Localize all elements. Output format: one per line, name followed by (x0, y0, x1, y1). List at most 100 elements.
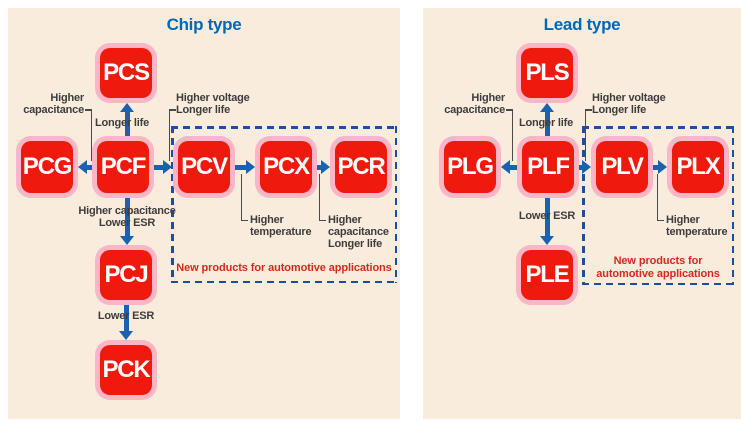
node-pcg-core: PCG (21, 141, 73, 193)
lead-automotive-group: New products for automotive applications (582, 126, 734, 285)
arrow-pcv-to-pcx-head (246, 160, 255, 174)
chip-label-higher-capacitance-longer-life: Higher capacitance Longer life (328, 214, 389, 250)
arrow-pcx-to-pcr-head (321, 160, 330, 174)
node-ple-core: PLE (521, 250, 573, 300)
arrow-plv-to-plx-stem (653, 164, 659, 170)
arrow-pcf-to-pcs-stem (124, 111, 130, 136)
node-pcv-core: PCV (178, 141, 230, 193)
arrow-plf-to-ple-stem (544, 198, 550, 237)
arrow-pcf-to-pcg-head (78, 160, 87, 174)
dashed-border-left (582, 126, 585, 285)
node-pck: PCK (95, 340, 157, 400)
dashed-border-top (171, 126, 397, 129)
node-pcf: PCF (92, 136, 154, 198)
node-plg-label: PLG (447, 153, 494, 180)
connector-tick (318, 219, 326, 221)
chip-automotive-group: New products for automotive applications (171, 126, 397, 283)
connector-line (656, 174, 658, 221)
node-pls-core: PLS (521, 48, 573, 98)
node-pcv: PCV (173, 136, 235, 198)
arrow-pcf-to-pcv-head (163, 160, 172, 174)
chip-label-longer-life: Longer life (94, 117, 150, 129)
node-pck-core: PCK (100, 345, 152, 395)
arrow-plf-to-plg-stem (510, 164, 517, 170)
node-plf: PLF (517, 136, 579, 198)
node-pcx-core: PCX (260, 141, 312, 193)
connector-tick (584, 109, 592, 111)
connector-tick (240, 219, 248, 221)
arrow-plf-to-plv-head (582, 160, 591, 174)
connector-line (318, 174, 320, 221)
connector-tick (85, 109, 92, 111)
node-pcf-label: PCF (100, 153, 147, 180)
arrow-plf-to-pls-stem (544, 111, 550, 136)
node-ple: PLE (516, 245, 578, 305)
chip-panel-title: Chip type (166, 15, 242, 34)
node-pcv-label: PCV (181, 153, 228, 180)
node-pcr-core: PCR (335, 141, 387, 193)
connector-line (511, 109, 513, 161)
node-plx: PLX (667, 136, 729, 198)
chip-label-lower-esr: Lower ESR (97, 310, 155, 322)
arrow-pcf-to-pcj-head (120, 236, 134, 245)
node-plg: PLG (439, 136, 501, 198)
node-pcj-core: PCJ (100, 250, 152, 300)
arrow-pcf-to-pcv-stem (154, 164, 164, 170)
connector-line (168, 109, 170, 161)
arrow-pcf-to-pcs-head (120, 103, 134, 112)
chip-label-higher-temperature: Higher temperature (250, 214, 312, 238)
node-pls-label: PLS (525, 59, 569, 86)
arrow-plf-to-pls-head (540, 103, 554, 112)
lead-automotive-note: New products for automotive applications (596, 255, 720, 280)
dashed-border-bottom (171, 280, 397, 283)
node-plf-core: PLF (522, 141, 574, 193)
node-pcx-label: PCX (263, 153, 310, 180)
lead-panel-title: Lead type (543, 15, 621, 34)
node-plx-core: PLX (672, 141, 724, 193)
arrow-plv-to-plx-head (658, 160, 667, 174)
dashed-border-right (731, 126, 734, 285)
node-plv-label: PLV (601, 153, 644, 180)
connector-line (240, 174, 242, 221)
chip-label-higher-capacitance-lower-esr: Higher capacitance Lower ESR (78, 205, 176, 229)
dashed-border-left (171, 126, 174, 283)
chip-label-higher-capacitance: Higher capacitance (23, 92, 84, 116)
lead-label-higher-temperature: Higher temperature (666, 214, 728, 238)
lead-panel: Lead type New products for automotive ap… (423, 8, 741, 419)
lead-label-lower-esr: Lower ESR (518, 210, 576, 222)
node-pcf-core: PCF (97, 141, 149, 193)
node-plv: PLV (591, 136, 653, 198)
arrow-pcj-to-pck-head (119, 331, 133, 340)
arrow-pcf-to-pcj-stem (124, 198, 130, 237)
node-pcs-label: PCS (103, 59, 150, 86)
node-pck-label: PCK (102, 356, 150, 383)
arrow-pcv-to-pcx-stem (235, 164, 247, 170)
connector-line (584, 109, 586, 161)
node-pcr-label: PCR (337, 153, 385, 180)
node-pcx: PCX (255, 136, 317, 198)
arrow-pcx-to-pcr-stem (316, 164, 322, 170)
node-plv-core: PLV (596, 141, 648, 193)
arrow-plf-to-ple-head (540, 236, 554, 245)
arrow-plf-to-plv-stem (579, 164, 583, 170)
chip-label-higher-voltage-longer-life: Higher voltage Longer life (176, 92, 250, 116)
node-pcg: PCG (16, 136, 78, 198)
dashed-border-top (582, 126, 734, 129)
node-plf-label: PLF (527, 153, 570, 180)
node-plg-core: PLG (444, 141, 496, 193)
node-pcj: PCJ (95, 245, 157, 305)
lead-label-higher-capacitance: Higher capacitance (444, 92, 505, 116)
arrow-pcj-to-pck-stem (123, 305, 129, 332)
dashed-border-bottom (582, 282, 734, 285)
arrow-pcf-to-pcg-stem (87, 164, 93, 170)
lead-label-longer-life: Longer life (518, 117, 574, 129)
connector-tick (656, 219, 664, 221)
dashed-border-right (394, 126, 397, 283)
node-pcg-label: PCG (22, 153, 73, 180)
arrow-plf-to-plg-head (501, 160, 510, 174)
chip-automotive-note: New products for automotive applications (176, 262, 392, 274)
lead-label-higher-voltage-longer-life: Higher voltage Longer life (592, 92, 666, 116)
node-pcr: PCR (330, 136, 392, 198)
connector-tick (168, 109, 176, 111)
